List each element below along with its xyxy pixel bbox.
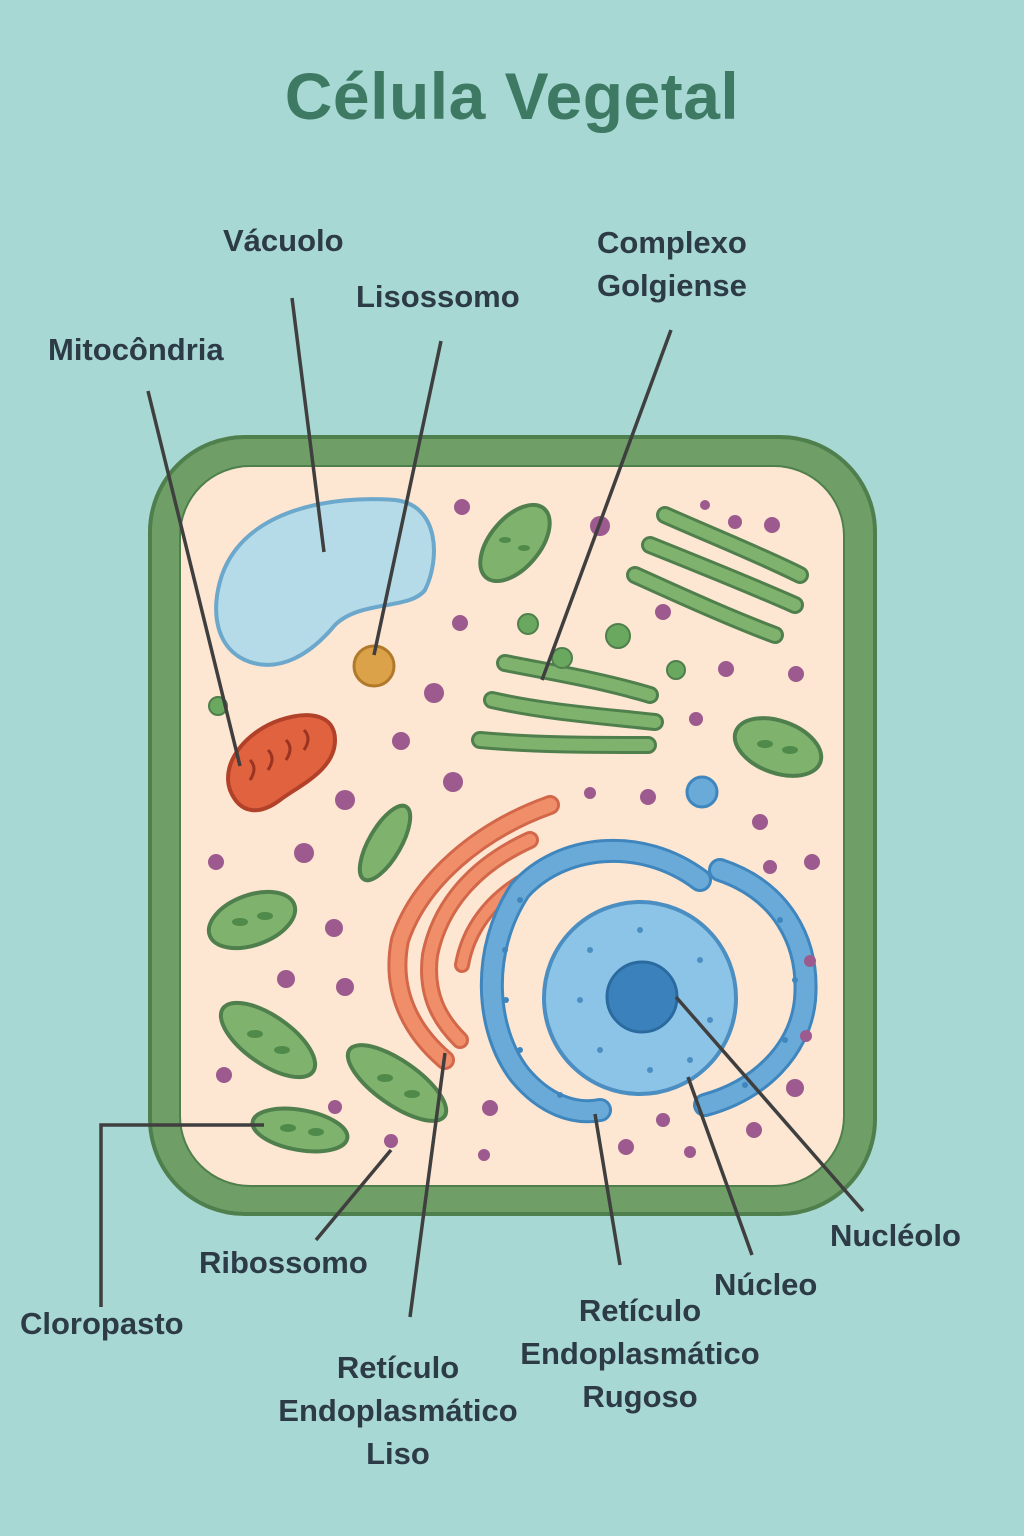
label-complexo-golgiense: Complexo Golgiense: [597, 221, 747, 307]
chloroplast-shape: [357, 803, 413, 883]
label-reticulo-liso-line-1: Retículo: [336, 1350, 460, 1385]
diagram-title: Célula Vegetal: [284, 59, 740, 133]
label-complexo-line-2: Golgiense: [597, 268, 747, 303]
chloroplast-shape: [250, 1106, 350, 1154]
nucleolus-shape: [605, 960, 679, 1034]
leader-lines: [99, 297, 865, 1318]
label-reticulo-liso-line-3: Liso: [366, 1436, 430, 1471]
chloroplast-shape: [345, 1043, 449, 1123]
label-nucleo: Núcleo: [714, 1267, 818, 1302]
label-reticulo-rugoso: Retículo Endoplasmático Rugoso: [504, 1289, 776, 1418]
golgi-complex-shape: [471, 654, 664, 754]
label-reticulo-rugoso-line-2: Endoplasmático: [520, 1336, 760, 1371]
label-reticulo-liso-line-2: Endoplasmático: [278, 1393, 518, 1428]
chloroplast-shape: [218, 1000, 318, 1080]
label-reticulo-liso: Retículo Endoplasmático Liso: [262, 1346, 534, 1475]
chloroplast-shape: [478, 502, 552, 584]
label-reticulo-rugoso-line-1: Retículo: [578, 1293, 702, 1328]
mitochondria-shape: [226, 713, 338, 813]
label-reticulo-rugoso-line-3: Rugoso: [582, 1379, 698, 1414]
label-vacuolo: Vácuolo: [223, 223, 344, 258]
label-complexo-line-1: Complexo: [597, 225, 747, 260]
label-mitocondria: Mitocôndria: [48, 332, 224, 367]
chloroplast-shape: [732, 716, 824, 778]
label-ribossomo: Ribossomo: [199, 1245, 368, 1280]
label-cloroplasto: Cloropasto: [20, 1306, 184, 1341]
golgi-stack-shape: [626, 506, 809, 644]
lysosome-shape: [352, 644, 396, 688]
chloroplast-shape: [206, 889, 298, 951]
label-nucleolo: Nucléolo: [830, 1218, 961, 1253]
vacuole-shape: [214, 497, 436, 667]
label-lisossomo: Lisossomo: [356, 279, 520, 314]
